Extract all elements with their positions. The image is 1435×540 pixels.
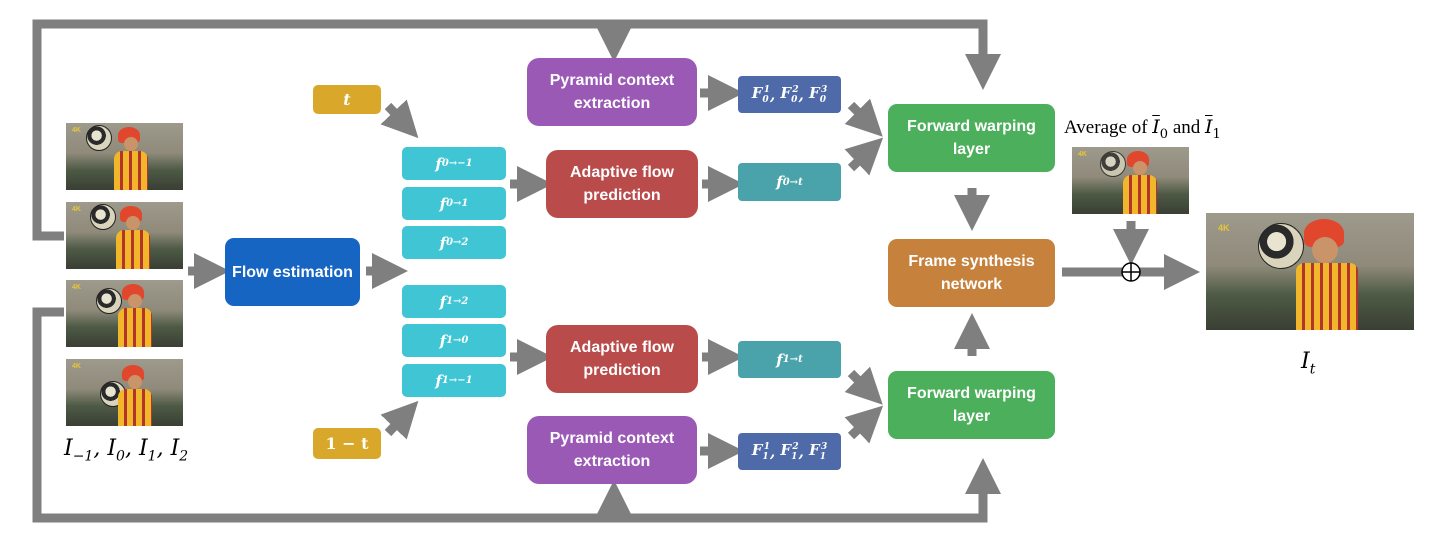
feature-term: F12 bbox=[780, 441, 799, 462]
feature-term: F01 bbox=[751, 84, 770, 105]
average-and: and bbox=[1172, 117, 1201, 138]
flow-symbol: f bbox=[439, 331, 447, 350]
flow-symbol: f bbox=[435, 154, 442, 173]
output-label: It bbox=[1301, 349, 1315, 377]
inputs-sub: 0 bbox=[116, 448, 125, 465]
one-minus-t-box: 1 − t bbox=[313, 428, 381, 459]
feature-term: F11 bbox=[751, 441, 770, 462]
inputs-label-I: I bbox=[138, 436, 148, 461]
inputs-label-I: I bbox=[107, 436, 117, 461]
head-shape bbox=[1133, 161, 1147, 175]
shirt-shape bbox=[118, 308, 152, 347]
head-shape bbox=[1312, 237, 1338, 263]
flow-symbol: f bbox=[439, 292, 447, 311]
shirt-shape bbox=[1123, 175, 1157, 214]
inputs-label: I−1, I0, I1, I2 bbox=[64, 436, 189, 465]
head-shape bbox=[128, 375, 142, 389]
feature-term: F03 bbox=[809, 84, 828, 105]
output-frame: 4K bbox=[1206, 213, 1414, 330]
shirt-shape bbox=[1296, 263, 1358, 330]
shirt-shape bbox=[114, 151, 148, 190]
ball-shape bbox=[1258, 223, 1304, 269]
inputs-sub: 2 bbox=[179, 448, 189, 465]
arrow-t bbox=[380, 99, 419, 139]
head-shape bbox=[128, 294, 142, 308]
flow-symbol: f bbox=[439, 233, 447, 252]
forward-warping-bottom: Forward warping layer bbox=[888, 371, 1055, 439]
frame-brand-text: 4K bbox=[1218, 223, 1230, 233]
inputs-sub: −1 bbox=[72, 448, 94, 465]
frame-brand-text: 4K bbox=[72, 206, 81, 213]
average-i0: I0 bbox=[1152, 116, 1169, 142]
input-frame-1: 4K bbox=[66, 280, 183, 347]
flow-sub: 1→2 bbox=[446, 296, 469, 307]
flow-sub: 0→1 bbox=[446, 198, 469, 209]
frame-brand-text: 4K bbox=[72, 363, 81, 370]
shirt-shape bbox=[118, 389, 152, 426]
arrow-1mt bbox=[380, 400, 419, 440]
inputs-label-I: I bbox=[64, 436, 73, 461]
flow-t-symbol: f bbox=[776, 173, 783, 191]
flow-sub: 1→0 bbox=[446, 335, 469, 346]
arrow-ft-warp-bottom bbox=[844, 366, 883, 405]
frame-synthesis-network: Frame synthesis network bbox=[888, 239, 1055, 307]
pyramid-context-top: Pyramid context extraction bbox=[527, 58, 697, 126]
average-i1: I1 bbox=[1205, 116, 1221, 142]
forward-warping-top: Forward warping layer bbox=[888, 104, 1055, 172]
bottom-loop-line bbox=[32, 307, 1001, 523]
shirt-shape bbox=[116, 230, 150, 269]
flow-estimation-box: Flow estimation bbox=[225, 238, 360, 306]
arrow-feat-warp-top bbox=[844, 98, 883, 137]
frame-brand-text: 4K bbox=[1078, 151, 1087, 158]
flow-sub: 1→−1 bbox=[441, 375, 473, 386]
flow-t-sub: 0→t bbox=[782, 176, 803, 188]
ball-shape bbox=[90, 204, 116, 230]
feature-term: F13 bbox=[809, 441, 828, 462]
frame-brand-text: 4K bbox=[72, 284, 81, 291]
input-frame-0: 4K bbox=[66, 202, 183, 269]
flow-t-sub: 1→t bbox=[782, 354, 803, 365]
flow-sub: 0→2 bbox=[446, 237, 469, 248]
adaptive-flow-bottom: Adaptive flow prediction bbox=[546, 325, 698, 393]
arrow-ft-warp-top bbox=[844, 137, 884, 176]
flow-t-symbol: f bbox=[776, 350, 783, 369]
ball-shape bbox=[96, 288, 122, 314]
arrow-feat-warp-bottom bbox=[844, 405, 884, 444]
ball-shape bbox=[1100, 151, 1126, 177]
t-box: t bbox=[313, 85, 381, 114]
top-loop-line bbox=[32, 19, 1001, 241]
average-text: Average of bbox=[1064, 117, 1148, 138]
output-label-I: I bbox=[1301, 349, 1310, 374]
flow-sub: 0→−1 bbox=[441, 158, 473, 169]
inputs-sub: 1 bbox=[147, 448, 157, 465]
head-shape bbox=[124, 137, 138, 151]
flow-symbol: f bbox=[435, 371, 442, 390]
adaptive-flow-top: Adaptive flow prediction bbox=[546, 150, 698, 218]
feature-box-bottom: F11, F12, F13 bbox=[738, 433, 841, 470]
average-frame: 4K bbox=[1072, 147, 1189, 214]
input-frame-2: 4K bbox=[66, 359, 183, 426]
output-label-sub: t bbox=[1309, 361, 1316, 378]
feature-box-top: F01, F02, F03 bbox=[738, 76, 841, 113]
frame-brand-text: 4K bbox=[72, 127, 81, 134]
ball-shape bbox=[86, 125, 112, 151]
head-shape bbox=[126, 216, 140, 230]
feature-term: F02 bbox=[780, 84, 799, 105]
pyramid-context-bottom: Pyramid context extraction bbox=[527, 416, 697, 484]
flow-symbol: f bbox=[439, 194, 447, 213]
input-frame-minus1: 4K bbox=[66, 123, 183, 190]
inputs-label-I: I bbox=[170, 436, 180, 461]
average-label: Average of I0 and I1 bbox=[1064, 116, 1221, 142]
